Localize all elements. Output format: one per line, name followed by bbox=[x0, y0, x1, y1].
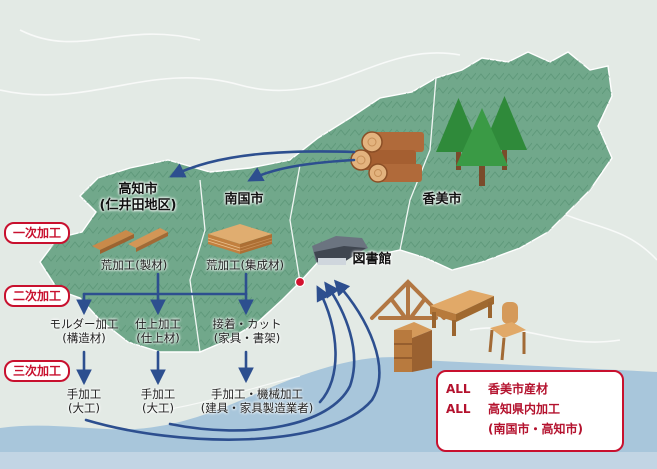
library-building-icon bbox=[312, 236, 368, 265]
planks-icon bbox=[92, 228, 168, 254]
stage-tag-third: 三次加工 bbox=[4, 360, 71, 382]
node-hand1-sub: (大工) bbox=[68, 400, 100, 415]
table-icon bbox=[430, 290, 494, 336]
legend-value-3: (南国市・高知市) bbox=[488, 422, 583, 436]
bookshelf-icon bbox=[394, 322, 432, 372]
node-hand-machine-label: 手加工・機械加工 bbox=[211, 387, 303, 401]
node-hand2-sub: (大工) bbox=[142, 400, 174, 415]
node-finish-sub: (仕上材) bbox=[136, 330, 180, 345]
map-footer-band bbox=[0, 452, 657, 469]
legend-row-origin: ALL 香美市産材 bbox=[446, 379, 614, 399]
legend-value-1: 香美市産材 bbox=[488, 382, 549, 396]
laminated-timber-icon bbox=[207, 224, 273, 254]
legend-value-2: 高知県内加工 bbox=[488, 402, 561, 416]
arrow-hand2-to-library bbox=[168, 281, 356, 432]
node-rough-lumber: 荒加工(製材) bbox=[100, 258, 168, 272]
node-molder-sub: (構造材) bbox=[62, 330, 106, 345]
node-bond-cut: 接着・カット (家具・書架) bbox=[206, 317, 288, 346]
kochi-city-district: (仁井田地区) bbox=[99, 197, 177, 213]
arrow-logs-to-kochi bbox=[169, 150, 356, 178]
legend-key-1: ALL bbox=[446, 382, 471, 396]
legend-key-3-spacer bbox=[446, 419, 476, 439]
library-location-marker bbox=[294, 276, 306, 288]
node-bond-cut-label: 接着・カット bbox=[212, 317, 282, 331]
node-finish-label: 仕上加工 bbox=[135, 317, 181, 331]
label-kochi-city: 高知市 (仁井田地区) bbox=[92, 182, 184, 213]
label-nankoku-city: 南国市 bbox=[224, 192, 264, 207]
node-hand2-label: 手加工 bbox=[140, 387, 176, 401]
arrow-machine-to-library bbox=[316, 285, 337, 404]
node-hand-machine-sub: (建具・家具製造業者) bbox=[200, 400, 314, 415]
kochi-city-name: 高知市 bbox=[118, 182, 158, 197]
node-hand-carpenter-1: 手加工 (大工) bbox=[54, 387, 114, 416]
arrow-logs-to-nankoku bbox=[247, 158, 356, 182]
label-kami-city: 香美市 bbox=[422, 192, 462, 207]
node-hand-machine: 手加工・機械加工 (建具・家具製造業者) bbox=[192, 387, 322, 416]
node-hand1-label: 手加工 bbox=[66, 387, 102, 401]
flow-arrows bbox=[76, 150, 381, 441]
label-library: 図書館 bbox=[352, 252, 392, 267]
legend-box: ALL 香美市産材 ALL 高知県内加工 (南国市・高知市) bbox=[436, 370, 624, 452]
node-bond-cut-sub: (家具・書架) bbox=[213, 330, 281, 345]
node-finish: 仕上加工 (仕上材) bbox=[126, 317, 190, 346]
node-molder-label: モルダー加工 bbox=[49, 317, 119, 331]
arrow-hand1-to-library bbox=[84, 279, 381, 441]
legend-row-processing: ALL 高知県内加工 bbox=[446, 399, 614, 419]
node-molder: モルダー加工 (構造材) bbox=[36, 317, 132, 346]
legend-row-cities: (南国市・高知市) bbox=[446, 419, 614, 439]
logs-icon bbox=[350, 131, 424, 183]
node-hand-carpenter-2: 手加工 (大工) bbox=[128, 387, 188, 416]
stage-tag-second: 二次加工 bbox=[4, 285, 71, 307]
node-rough-laminated: 荒加工(集成材) bbox=[206, 258, 284, 272]
chair-icon bbox=[488, 302, 526, 361]
legend-key-2: ALL bbox=[446, 402, 471, 416]
cedar-trees-icon bbox=[436, 96, 527, 186]
stage-tag-first: 一次加工 bbox=[4, 222, 71, 244]
